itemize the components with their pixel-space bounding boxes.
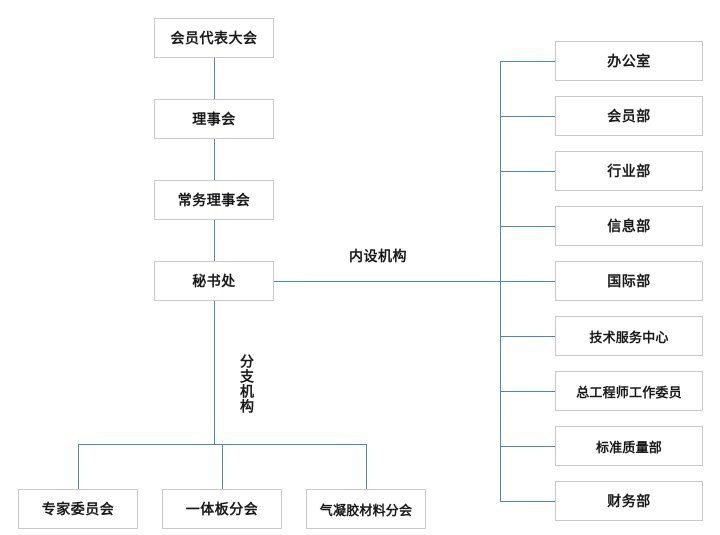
node-industry-dept[interactable]: 行业部: [555, 151, 703, 191]
connector-secretariat-to-internal-trunk: [274, 281, 501, 282]
connector-standing-council-to-secretariat: [214, 220, 215, 261]
node-tech-service-center[interactable]: 技术服务中心: [555, 316, 703, 356]
node-membership-dept[interactable]: 会员部: [555, 96, 703, 136]
connector-trunk-to-standards-quality: [500, 446, 555, 447]
node-standards-quality-dept[interactable]: 标准质量部: [555, 426, 703, 466]
connector-trunk-to-chief-engineer: [500, 391, 555, 392]
connector-bus-to-aerogel-material: [366, 444, 367, 489]
connector-trunk-to-finance: [500, 501, 555, 502]
connector-trunk-to-membership: [500, 116, 555, 117]
node-chief-engineer-committee[interactable]: 总工程师工作委员: [555, 371, 703, 411]
connector-council-to-standing-council: [214, 139, 215, 180]
connector-trunk-to-office: [500, 61, 555, 62]
node-secretariat[interactable]: 秘书处: [154, 261, 274, 301]
connector-trunk-to-information: [500, 226, 555, 227]
node-information-dept[interactable]: 信息部: [555, 206, 703, 246]
edge-label-branch-organizations: 分支机构: [239, 350, 255, 418]
connector-bus-to-integrated-board: [222, 444, 223, 489]
node-aerogel-material-branch[interactable]: 气凝胶材料分会: [306, 489, 426, 529]
edge-label-internal-organizations: 内设机构: [343, 246, 413, 266]
connector-secretariat-to-branch-bus: [214, 301, 215, 444]
node-international-dept[interactable]: 国际部: [555, 261, 703, 301]
node-council[interactable]: 理事会: [154, 99, 274, 139]
node-finance-dept[interactable]: 财务部: [555, 481, 703, 521]
connector-trunk-to-tech-service: [500, 336, 555, 337]
node-member-assembly[interactable]: 会员代表大会: [154, 18, 274, 58]
node-office[interactable]: 办公室: [555, 41, 703, 81]
node-integrated-board-branch[interactable]: 一体板分会: [162, 489, 282, 529]
connector-assembly-to-council: [214, 58, 215, 99]
connector-trunk-to-industry: [500, 171, 555, 172]
connector-bus-to-expert-committee: [78, 444, 79, 489]
node-expert-committee[interactable]: 专家委员会: [18, 489, 138, 529]
connector-trunk-to-international: [500, 281, 555, 282]
node-standing-council[interactable]: 常务理事会: [154, 180, 274, 220]
